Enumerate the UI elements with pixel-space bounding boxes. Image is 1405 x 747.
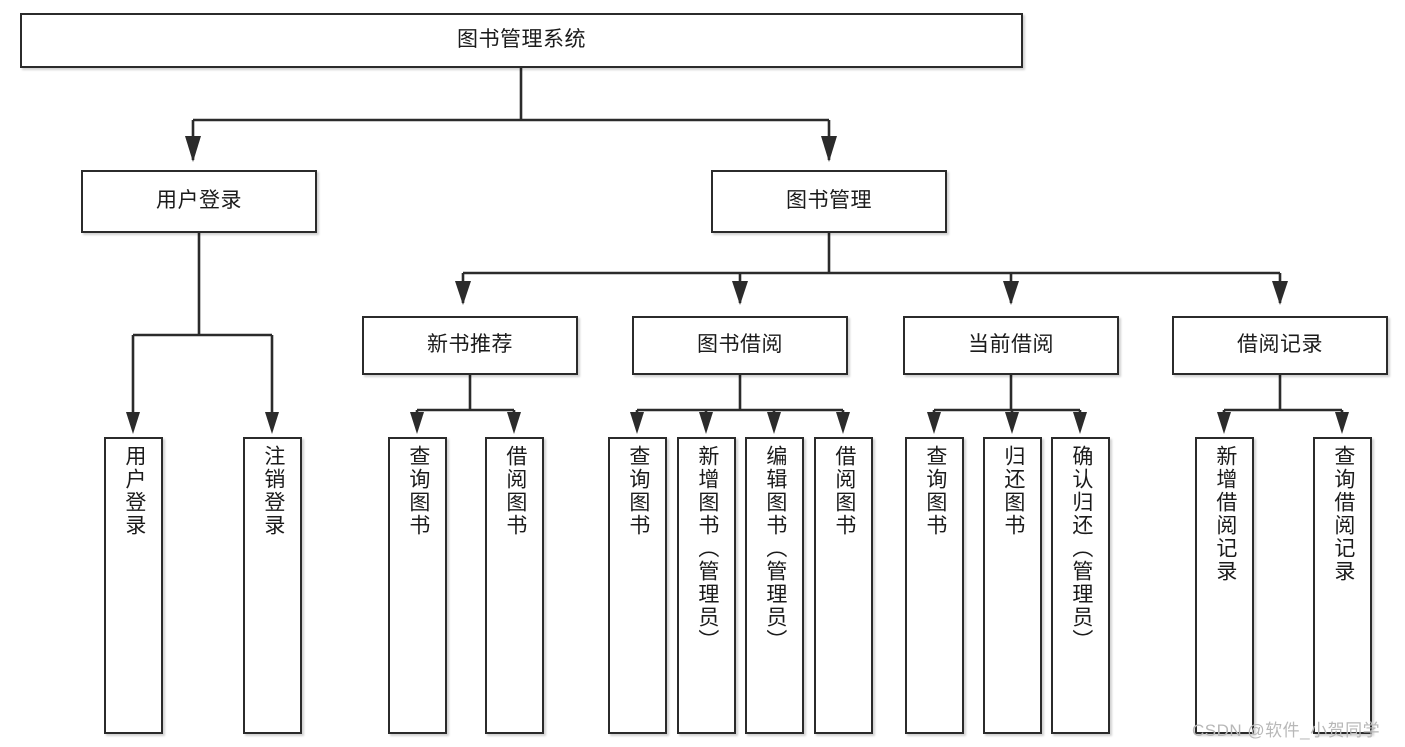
node-leaf-query-book-1[interactable]: 查询图书 (388, 437, 447, 734)
node-book-borrow-label: 图书借阅 (697, 333, 783, 357)
node-leaf-return-book[interactable]: 归还图书 (983, 437, 1042, 734)
node-leaf-add-book[interactable]: 新增图书（管理员） (677, 437, 736, 734)
node-leaf-query-record[interactable]: 查询借阅记录 (1313, 437, 1372, 734)
node-current-borrow[interactable]: 当前借阅 (903, 316, 1119, 375)
node-leaf-user-login-label: 用户登录 (122, 445, 146, 537)
node-root-label: 图书管理系统 (457, 28, 586, 52)
node-book-manage[interactable]: 图书管理 (711, 170, 947, 233)
node-root[interactable]: 图书管理系统 (20, 13, 1023, 68)
node-leaf-query-book-2-label: 查询图书 (626, 445, 650, 537)
node-leaf-borrow-book-2[interactable]: 借阅图书 (814, 437, 873, 734)
node-borrow-record[interactable]: 借阅记录 (1172, 316, 1388, 375)
node-user-login-label: 用户登录 (156, 189, 242, 213)
node-leaf-edit-book[interactable]: 编辑图书（管理员） (745, 437, 804, 734)
node-new-book-recommend-label: 新书推荐 (427, 333, 513, 357)
node-leaf-add-record-label: 新增借阅记录 (1213, 445, 1237, 583)
node-leaf-borrow-book-1[interactable]: 借阅图书 (485, 437, 544, 734)
node-leaf-logout-login-label: 注销登录 (261, 445, 285, 537)
node-new-book-recommend[interactable]: 新书推荐 (362, 316, 578, 375)
node-leaf-confirm-return[interactable]: 确认归还（管理员） (1051, 437, 1110, 734)
node-leaf-edit-book-label: 编辑图书（管理员） (763, 445, 787, 652)
node-leaf-add-record[interactable]: 新增借阅记录 (1195, 437, 1254, 734)
node-leaf-borrow-book-1-label: 借阅图书 (503, 445, 527, 537)
node-leaf-query-book-2[interactable]: 查询图书 (608, 437, 667, 734)
node-leaf-add-book-label: 新增图书（管理员） (695, 445, 719, 652)
node-leaf-return-book-label: 归还图书 (1001, 445, 1025, 537)
node-user-login[interactable]: 用户登录 (81, 170, 317, 233)
node-leaf-query-book-3[interactable]: 查询图书 (905, 437, 964, 734)
node-leaf-borrow-book-2-label: 借阅图书 (832, 445, 856, 537)
node-borrow-record-label: 借阅记录 (1237, 333, 1323, 357)
node-leaf-confirm-return-label: 确认归还（管理员） (1069, 445, 1093, 652)
node-book-borrow[interactable]: 图书借阅 (632, 316, 848, 375)
node-leaf-user-login[interactable]: 用户登录 (104, 437, 163, 734)
node-book-manage-label: 图书管理 (786, 189, 872, 213)
node-current-borrow-label: 当前借阅 (968, 333, 1054, 357)
node-leaf-query-book-3-label: 查询图书 (923, 445, 947, 537)
node-leaf-logout-login[interactable]: 注销登录 (243, 437, 302, 734)
watermark: CSDN @软件_小贺同学 (1192, 721, 1381, 740)
node-leaf-query-record-label: 查询借阅记录 (1331, 445, 1355, 583)
node-leaf-query-book-1-label: 查询图书 (406, 445, 430, 537)
